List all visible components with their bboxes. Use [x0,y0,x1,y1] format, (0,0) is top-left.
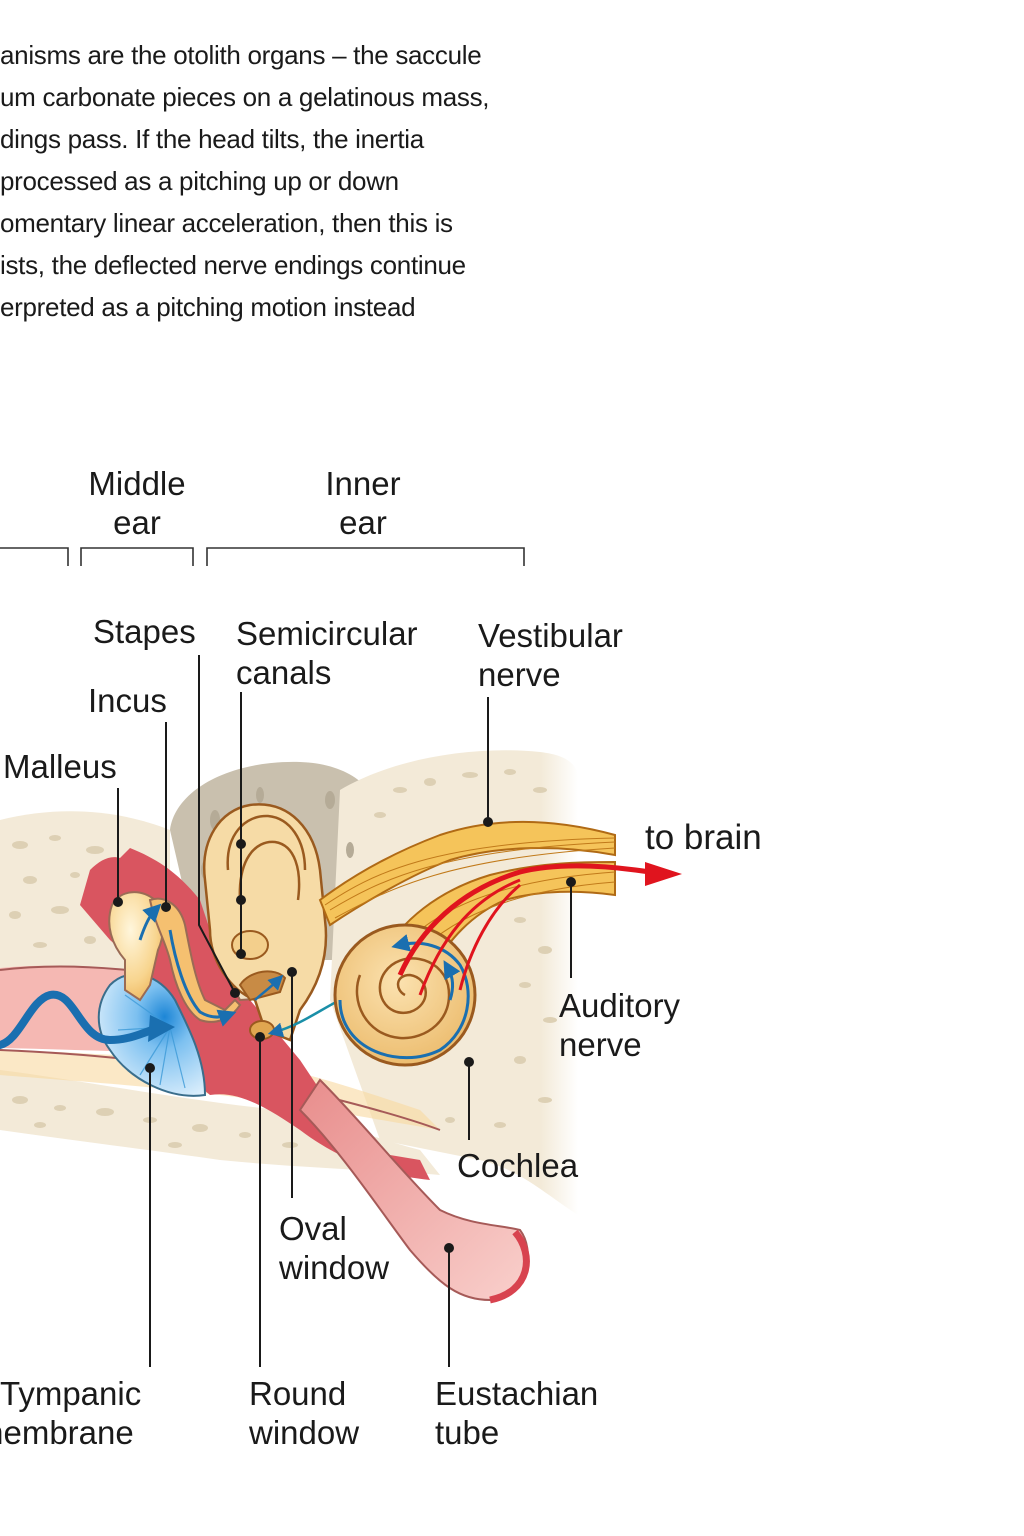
label-vestibular-nerve: Vestibular nerve [478,616,623,694]
label-text: Eustachian [435,1375,599,1412]
sound-wave-arrow [0,990,164,1049]
leader-lines [113,655,576,1367]
label-to-brain: to brain [645,818,762,857]
inner-ear-heading: Inner ear [296,464,430,542]
heading-line: ear [339,504,387,541]
heading-line: Middle [88,465,186,502]
label-text: Oval [279,1210,347,1247]
label-text: to brain [645,818,762,857]
label-malleus: Malleus [3,747,117,786]
stapes-leader [198,655,236,994]
label-text: Malleus [3,748,117,785]
label-text: window [249,1414,360,1451]
paragraph-line: um carbonate pieces on a gelatinous mass… [0,82,490,112]
paragraph-line: processed as a pitching up or down [0,166,399,196]
label-incus: Incus [88,681,167,720]
label-text: Vestibular [478,617,623,654]
paragraph-line: anisms are the otolith organs – the sacc… [0,40,482,70]
inner-ear-bracket [206,547,525,566]
label-text: Semicircular [236,615,418,652]
label-auditory-nerve: Auditory nerve [559,986,680,1064]
label-oval-window: Oval window [279,1209,389,1287]
outer-ear-bracket [0,547,69,566]
label-text: Auditory [559,987,681,1024]
paragraph-line: omentary linear acceleration, then this … [0,208,453,238]
label-text: nerve [478,656,561,693]
heading-line: ear [113,504,161,541]
eustachian-tube-shape [298,1078,530,1304]
label-text: Stapes [93,613,196,650]
label-text: Incus [88,682,167,719]
label-text: Tympanic [0,1375,142,1412]
label-text: canals [236,654,332,691]
label-text: Round [249,1375,347,1412]
label-text: Cochlea [457,1147,579,1184]
paragraph-line: erpreted as a pitching motion instead [0,292,416,322]
label-eustachian-tube: Eustachian tube [435,1374,598,1452]
label-tympanic-membrane: Tympanic membrane [0,1374,141,1452]
label-text: membrane [0,1414,134,1451]
label-cochlea: Cochlea [457,1146,578,1185]
signal-to-brain-arrow [397,862,682,996]
paragraph-line: ists, the deflected nerve endings contin… [0,250,466,280]
paragraph-line: dings pass. If the head tilts, the inert… [0,124,424,154]
region-brackets [0,547,525,566]
label-round-window: Round window [249,1374,359,1452]
middle-ear-heading: Middle ear [70,464,204,542]
label-semicircular-canals: Semicircular canals [236,614,418,692]
label-text: nerve [559,1026,642,1063]
middle-ear-bracket [80,547,194,566]
label-text: window [279,1249,390,1286]
heading-line: Inner [325,465,401,502]
cochlea-shape [333,923,477,1067]
label-text: tube [435,1414,500,1451]
label-stapes: Stapes [93,612,196,651]
